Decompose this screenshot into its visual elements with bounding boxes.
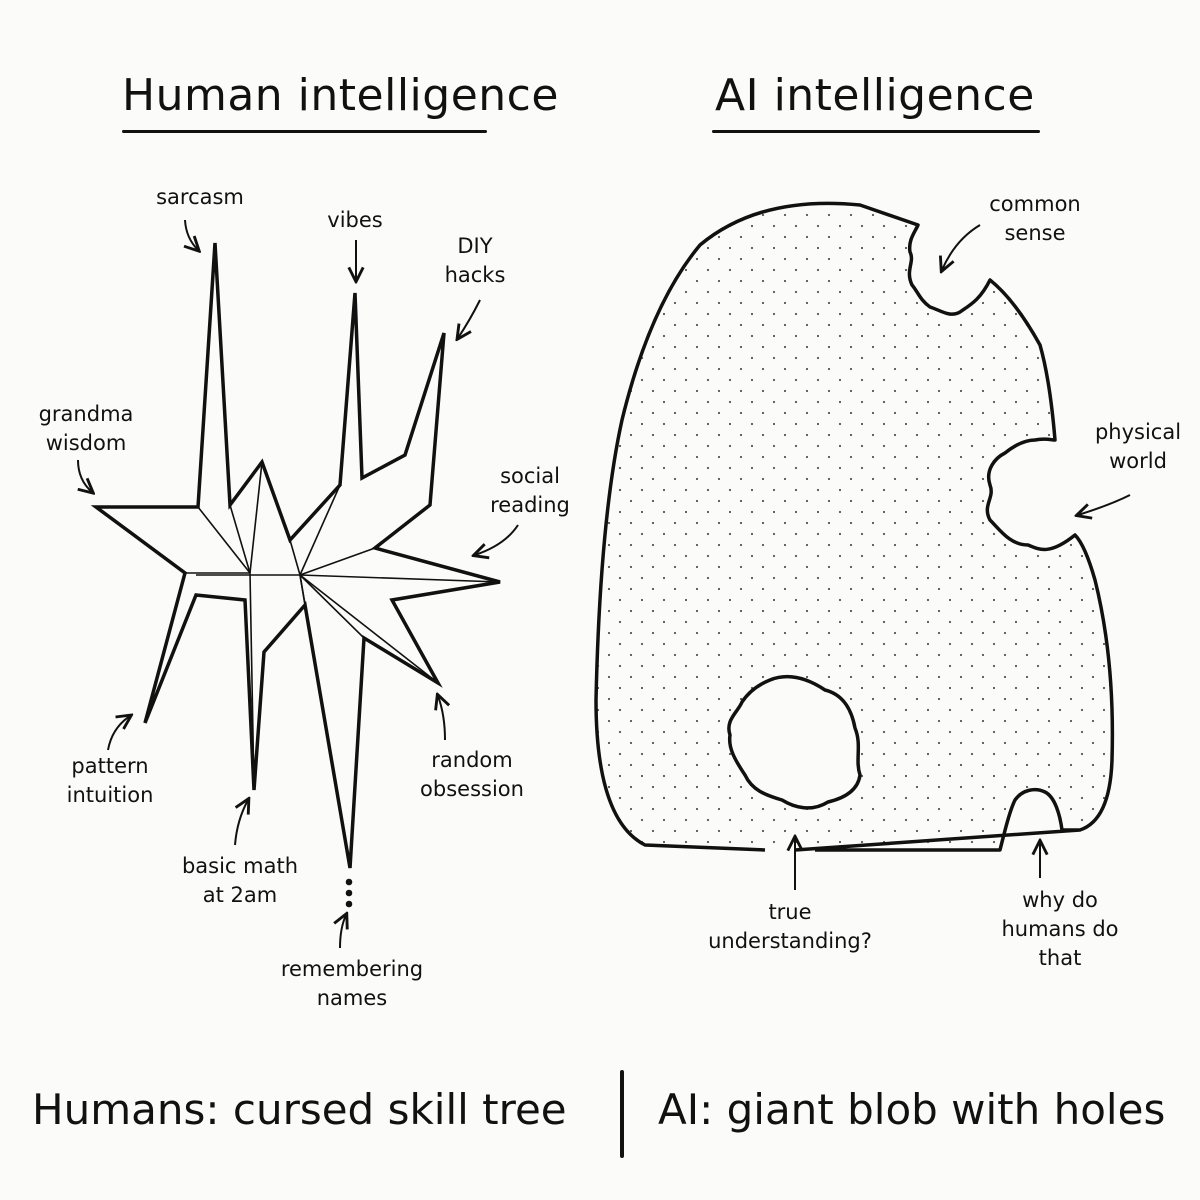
caption-divider <box>620 1070 624 1158</box>
human-title-underline <box>122 130 487 133</box>
grandma-arrow <box>77 459 92 492</box>
label-physical-world: physical world <box>1094 420 1182 473</box>
label-why-do-humans: why do humans do that <box>1001 888 1119 970</box>
social-arrow <box>475 524 519 555</box>
common-sense-arrow <box>942 224 981 270</box>
label-true-understanding: true understanding? <box>708 900 872 953</box>
obsession-arrow <box>438 696 445 741</box>
diy-arrow <box>458 299 481 338</box>
label-common-sense: common sense <box>989 192 1081 245</box>
sarcasm-arrow <box>185 219 198 250</box>
math-arrow <box>234 800 248 846</box>
ai-arrows <box>795 224 1131 890</box>
label-basic-math: basic math at 2am <box>181 854 299 907</box>
label-pattern-intuition: pattern intuition <box>66 754 154 807</box>
label-sarcasm: sarcasm <box>156 185 244 209</box>
true-understanding-hole <box>727 675 862 810</box>
names-arrow <box>340 915 346 949</box>
pattern-arrow <box>107 716 130 751</box>
label-social-reading: social reading <box>490 464 570 517</box>
ai-intelligence-title: AI intelligence <box>715 70 1035 121</box>
caption-humans: Humans: cursed skill tree <box>32 1085 567 1134</box>
human-star-outline <box>90 242 501 869</box>
ai-blob-outline <box>594 201 1115 852</box>
label-grandma-wisdom: grandma wisdom <box>38 402 134 455</box>
human-arrows <box>77 219 519 949</box>
label-diy-hacks: DIY hacks <box>444 234 506 287</box>
human-intelligence-title: Human intelligence <box>122 70 559 121</box>
label-vibes: vibes <box>327 208 383 232</box>
ai-title-underline <box>712 130 1040 133</box>
label-random-obsession: random obsession <box>420 748 524 801</box>
ai-blob <box>594 201 1115 852</box>
caption-ai: AI: giant blob with holes <box>658 1085 1166 1134</box>
human-skill-star <box>90 242 501 908</box>
physical-world-arrow <box>1078 494 1131 515</box>
label-remembering-names: remembering names <box>280 957 424 1010</box>
human-star-facets <box>185 461 501 869</box>
remembering-names-dots <box>345 878 353 908</box>
